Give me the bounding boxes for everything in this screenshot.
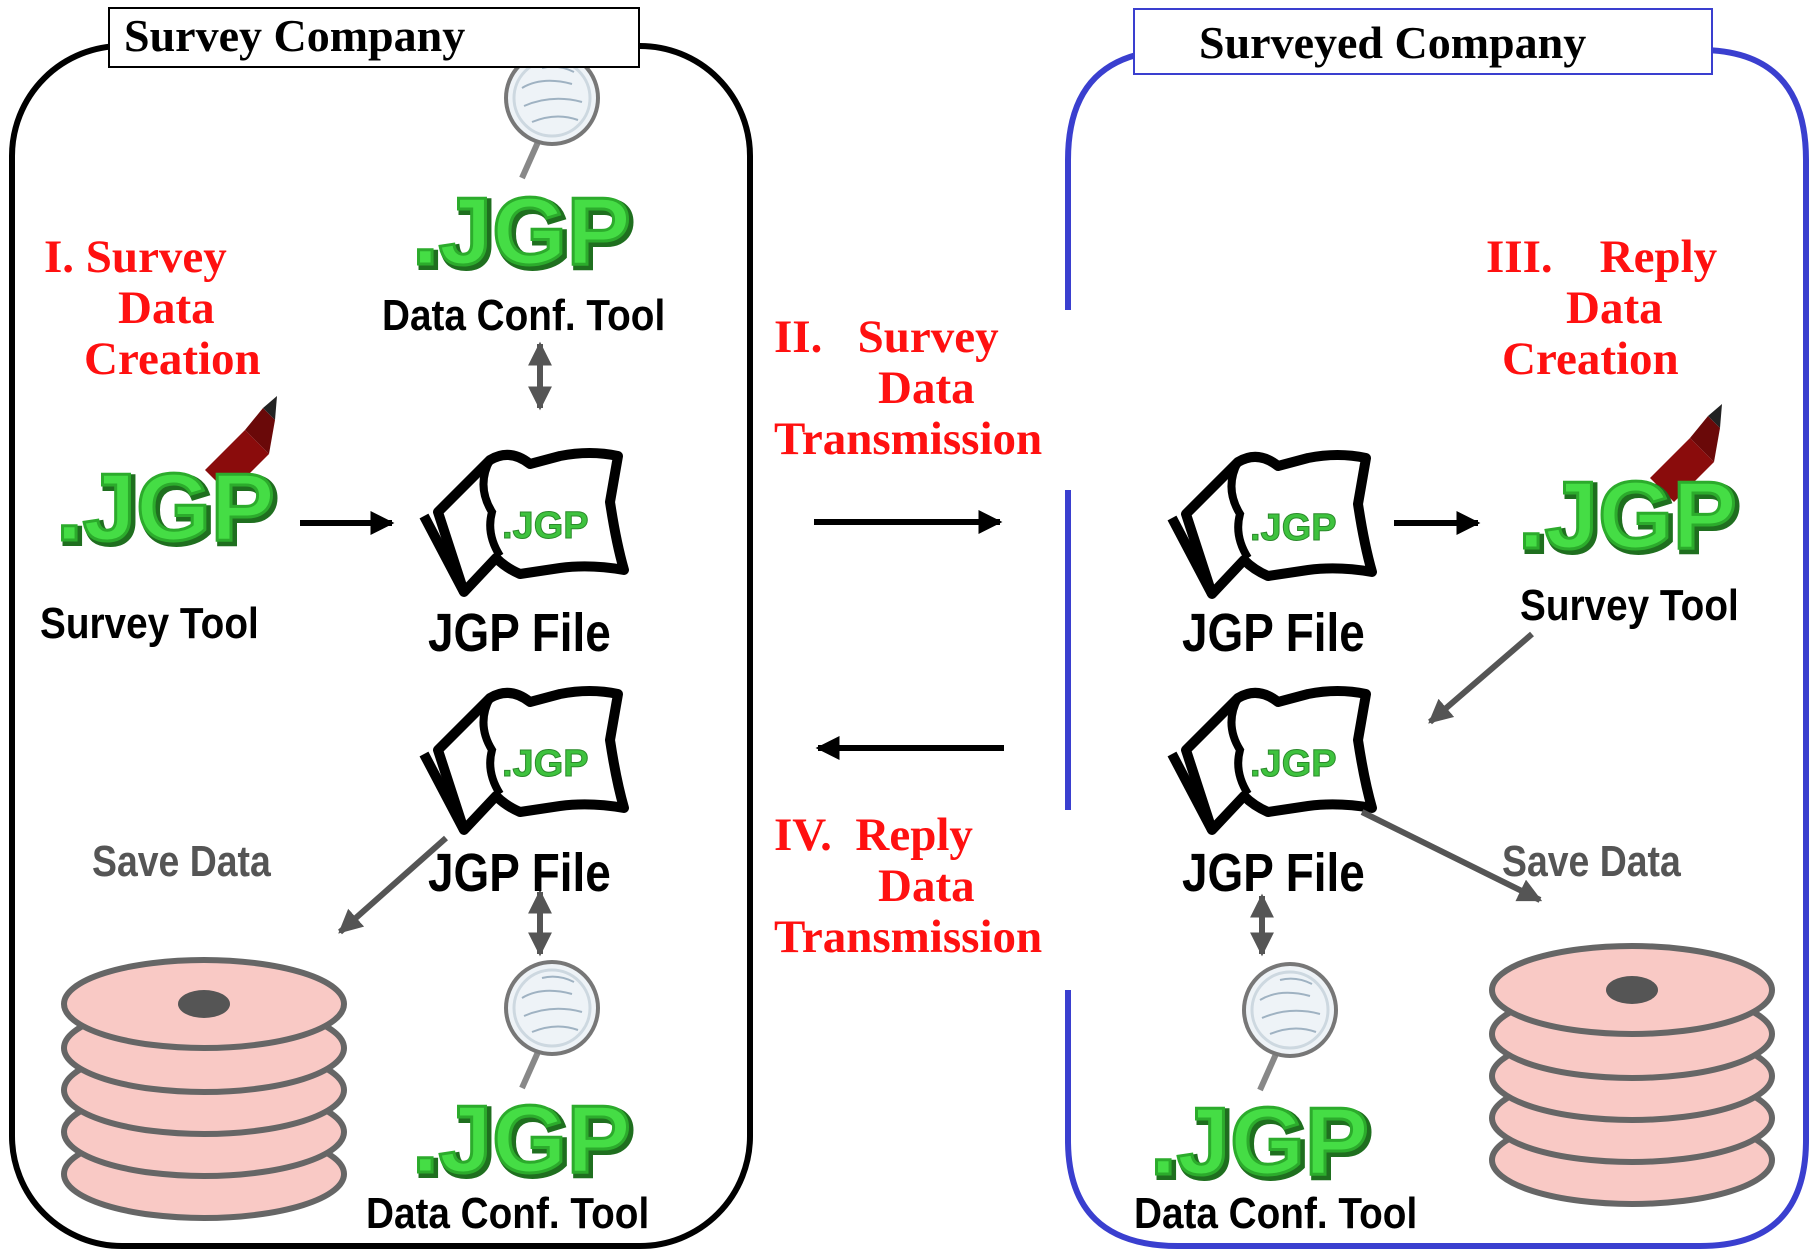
disk-stack-left-icon	[64, 960, 344, 1218]
data-conf-tool-top-icon	[412, 52, 634, 288]
surveyed-company-title: Surveyed Company	[1199, 17, 1587, 68]
step-4-heading: IV. Reply Data Transmission	[774, 809, 1043, 963]
survey-tool-right-label: Survey Tool	[1520, 581, 1739, 630]
surveyed-company-title-box: Surveyed Company	[1133, 8, 1713, 75]
jgp-file-right-top-label: JGP File	[1182, 603, 1365, 663]
step-2-heading: II. Survey Data Transmission	[774, 311, 1043, 465]
survey-tool-right-icon	[1518, 404, 1740, 572]
save-data-left-label: Save Data	[92, 837, 271, 886]
step-1-heading: I. Survey Data Creation	[44, 231, 261, 385]
data-conf-tool-right-label: Data Conf. Tool	[1134, 1189, 1418, 1238]
data-conf-tool-bottom-icon	[412, 962, 634, 1196]
save-arrow-icon	[338, 835, 448, 935]
step-3-heading: III. Reply Data Creation	[1486, 231, 1718, 385]
surveyed-company-panel	[1065, 47, 1809, 1249]
jgp-file-left-top-icon	[424, 453, 624, 592]
disk-stack-right-icon	[1492, 946, 1772, 1204]
save-arrow-icon	[1360, 809, 1543, 903]
jgp-file-right-bottom-label: JGP File	[1182, 843, 1365, 903]
data-conf-tool-right-icon	[1150, 964, 1372, 1198]
save-data-right-label: Save Data	[1502, 837, 1681, 886]
survey-company-title: Survey Company	[124, 10, 466, 61]
arrow-icon	[1428, 631, 1534, 725]
data-conf-tool-bottom-label: Data Conf. Tool	[366, 1189, 650, 1238]
survey-tool-left-icon	[56, 396, 278, 564]
data-conf-tool-top-label: Data Conf. Tool	[382, 291, 666, 340]
jgp-file-right-bottom-icon	[1172, 691, 1372, 830]
jgp-file-left-top-label: JGP File	[428, 603, 611, 663]
jgp-file-left-bottom-label: JGP File	[428, 843, 611, 903]
jgp-file-right-top-icon	[1172, 455, 1372, 594]
survey-tool-left-label: Survey Tool	[40, 599, 259, 648]
survey-company-title-box: Survey Company	[108, 7, 640, 68]
jgp-file-left-bottom-icon	[424, 691, 624, 830]
